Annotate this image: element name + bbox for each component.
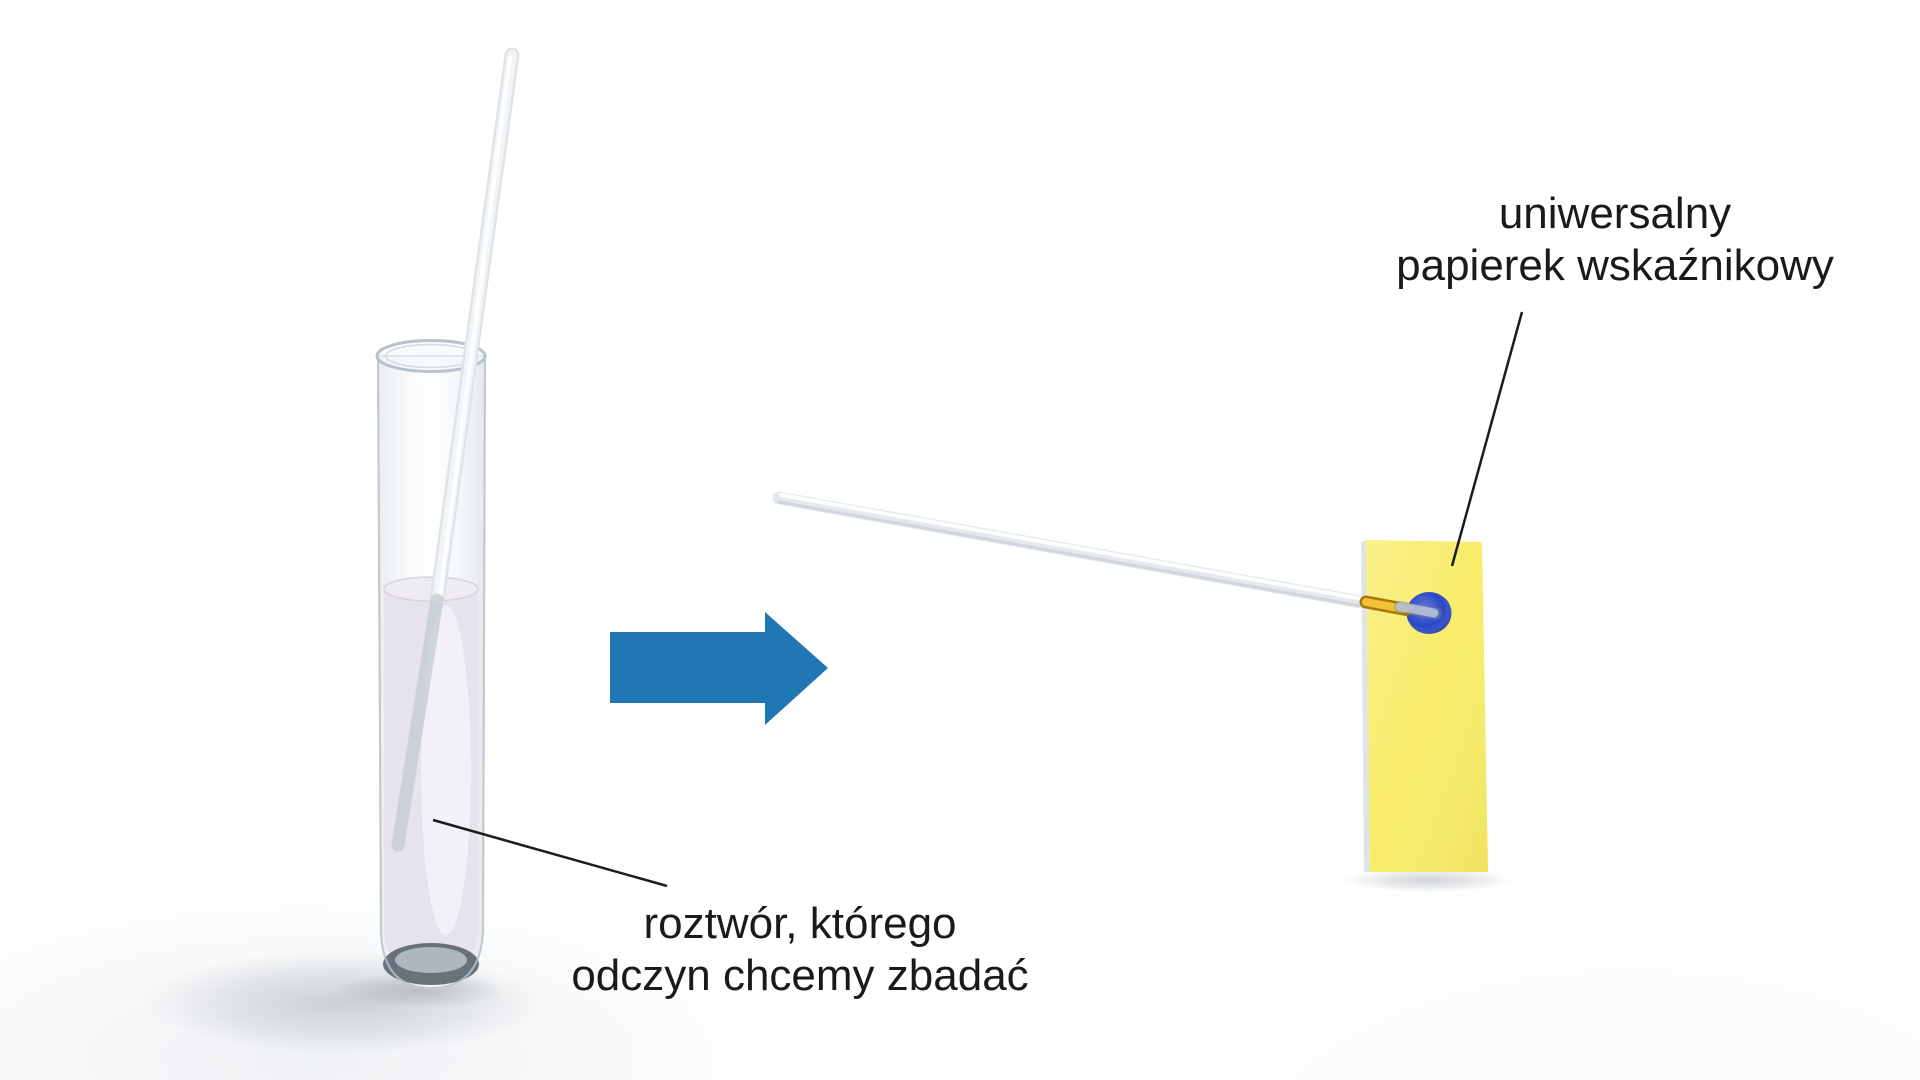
rod2-highlight (779, 493, 1370, 602)
tube-bottom-inner (395, 947, 467, 973)
label-indicator-paper-line1: uniwersalny (1498, 189, 1732, 238)
glass-rod-horizontal (772, 491, 1442, 620)
label-indicator-paper: uniwersalny papierek wskaźnikowy (1315, 188, 1915, 292)
tube-edge (377, 355, 486, 990)
label-indicator-paper-line2: papierek wskaźnikowy (1396, 241, 1834, 290)
indicator-paper-group (1361, 540, 1488, 872)
tube-shadow (145, 950, 545, 1054)
tube-rim-outer (375, 339, 487, 373)
right-arrow-icon (610, 612, 828, 725)
tube-contact-shadow (335, 972, 505, 1008)
liquid-highlight (421, 605, 471, 935)
rod-highlight (438, 56, 512, 597)
leader-line-solution (432, 818, 668, 888)
rod-submerged (391, 593, 444, 852)
rod2-shaft (772, 491, 1379, 611)
paper-shadow (1343, 868, 1513, 892)
label-solution: roztwór, którego odczyn chcemy zbadać (500, 898, 1100, 1002)
glass-rod-in-tube (391, 47, 520, 852)
label-solution-line2: odczyn chcemy zbadać (571, 951, 1029, 1000)
leader-line-paper (1450, 311, 1524, 567)
label-solution-line1: roztwór, którego (643, 899, 957, 948)
rod2-tip-glass (1395, 602, 1439, 618)
indicator-paper-shading (1366, 540, 1488, 872)
indicator-paper-edge (1361, 540, 1370, 872)
rod2-bottom-edge (777, 500, 1374, 610)
